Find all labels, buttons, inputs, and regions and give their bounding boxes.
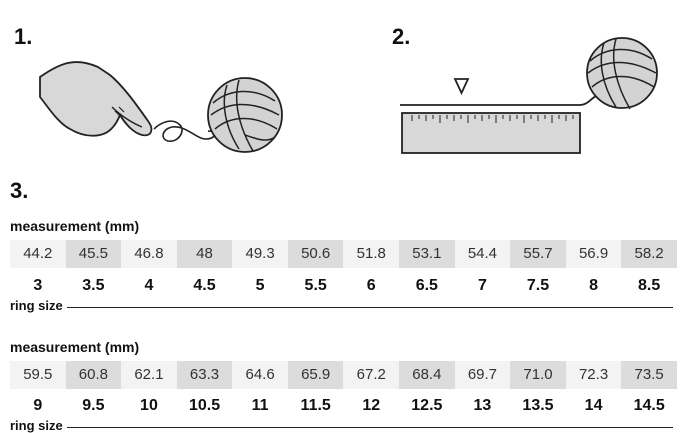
ring-size-cell: 3 [33,277,43,294]
measurement-cell: 54.4 [454,240,511,268]
pointing-hand-icon [39,61,216,142]
ruler-icon [401,112,581,154]
measurement-row: 59.5 60.8 62.1 63.3 64.6 65.9 67.2 68.4 … [10,361,677,389]
measurement-cell: 49.3 [232,240,288,268]
measurement-cell: 73.5 [621,361,677,389]
measurement-cell: 46.8 [121,240,177,268]
measurement-cell: 45.5 [65,240,122,268]
ring-size-cell: 8.5 [638,277,661,294]
measurement-cell: 56.9 [565,240,622,268]
ring-size-cell: 13 [473,397,492,414]
measurement-cell: 62.1 [121,361,177,389]
measurement-label: measurement (mm) [10,339,140,355]
ring-size-cell: 11 [251,397,269,414]
step-1-illustration [30,45,300,160]
yarn-ball-icon [586,37,658,110]
ring-size-cell: 8 [589,277,599,294]
ring-size-row: 9 9.5 10 10.5 11 11.5 12 12.5 13 13.5 14… [10,396,677,416]
measurement-cell: 64.6 [232,361,288,389]
ring-size-label: ring size [10,418,67,433]
ring-size-cell: 7.5 [526,277,550,294]
ring-size-cell: 12 [362,397,381,414]
ring-size-cell: 11.5 [300,397,331,414]
measurement-cell: 55.7 [510,240,566,268]
ring-size-cell: 3.5 [82,277,105,294]
ring-size-cell: 14 [584,397,603,414]
ring-size-cell: 13.5 [522,397,554,414]
ring-size-cell: 7 [477,277,487,294]
step-2-number: 2. [392,24,411,49]
measurement-cell: 69.7 [454,361,511,389]
yarn-ball-icon [207,77,283,153]
measurement-cell: 71.0 [510,361,566,389]
measurement-cell: 53.1 [399,240,455,268]
step-1-number: 1. [14,24,33,49]
measurement-row: 44.2 45.5 46.8 48 49.3 50.6 51.8 53.1 54… [10,240,677,268]
measurement-cell: 44.2 [10,240,66,268]
triangle-marker-icon [453,78,470,96]
ring-size-cell: 6.5 [415,277,438,294]
measurement-label: measurement (mm) [10,218,140,234]
ring-size-cell: 12.5 [411,397,443,414]
measurement-cell: 50.6 [287,240,344,268]
measurement-cell: 51.8 [343,240,400,268]
ring-size-divider [10,307,673,308]
step-2-illustration [398,35,683,160]
measurement-cell: 59.5 [10,361,66,389]
measurement-cell: 67.2 [343,361,400,389]
ring-size-cell: 14.5 [633,397,665,414]
ring-size-cell: 10 [140,397,158,414]
ring-size-cell: 4 [144,277,154,294]
measurement-cell: 72.3 [565,361,622,389]
ring-size-row: 3 3.5 4 4.5 5 5.5 6 6.5 7 7.5 8 8.5 [10,276,677,296]
ring-size-cell: 5.5 [304,277,327,294]
measurement-cell: 68.4 [399,361,455,389]
measurement-cell: 60.8 [65,361,122,389]
measurement-cell: 58.2 [621,240,677,268]
measurement-cell: 48 [176,240,233,268]
step-3-number: 3. [10,178,29,203]
ring-size-cell: 5 [255,277,265,294]
ring-size-cell: 9.5 [82,397,105,414]
measurement-cell: 65.9 [287,361,344,389]
ring-size-label: ring size [10,298,67,313]
ring-size-cell: 4.5 [193,277,216,294]
ring-size-cell: 9 [33,397,43,414]
ring-size-cell: 10.5 [188,397,221,414]
ring-size-cell: 6 [366,277,376,294]
measurement-cell: 63.3 [176,361,233,389]
ring-size-divider [10,427,673,428]
